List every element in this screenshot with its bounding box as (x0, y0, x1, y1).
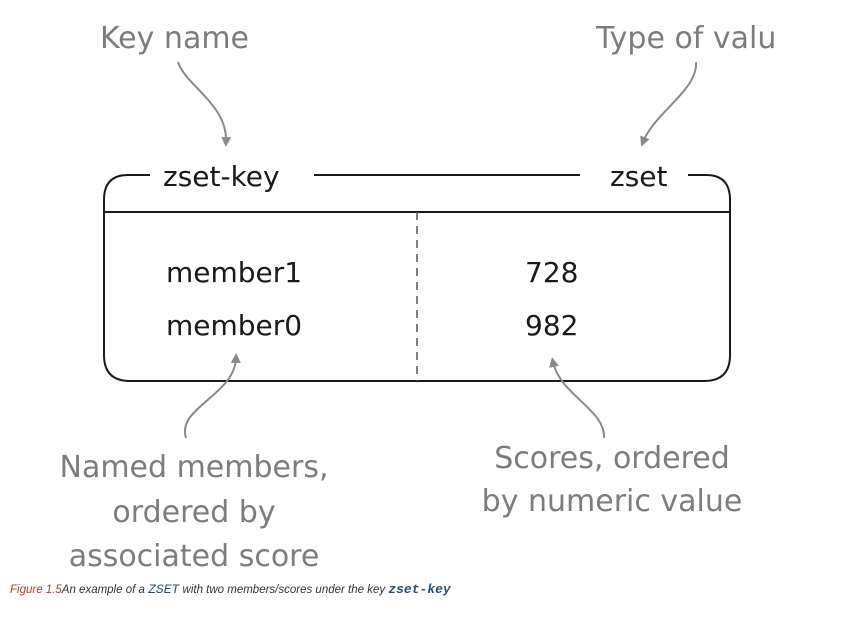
scores-label-line1: Scores, ordered (494, 441, 730, 476)
key-name-label: Key name (100, 21, 249, 56)
member-cell: member1 (166, 256, 302, 289)
scores-arrow (549, 357, 606, 439)
key-label: zset-key (163, 160, 280, 193)
named-members-label-line1: Named members, (60, 450, 329, 485)
type-of-value-label: Type of valu (595, 21, 776, 56)
caption-text-before: An example of a (61, 584, 149, 596)
key-name-arrow (177, 61, 232, 147)
named-members-label-line2: ordered by (112, 495, 275, 530)
caption-code-zset: ZSET (148, 582, 180, 597)
figure-label: Figure 1.5 (10, 584, 62, 596)
score-cell: 982 (525, 309, 578, 342)
members-arrow (183, 353, 241, 439)
named-members-label-line3: associated score (69, 539, 320, 574)
member-cell: member0 (166, 309, 302, 342)
figure-caption: Figure 1.5An example of a ZSET with two … (10, 582, 451, 597)
caption-text-middle: with two members/scores under the key (179, 584, 389, 596)
caption-code-key: zset-key (388, 582, 451, 597)
type-of-value-arrow (640, 61, 698, 147)
type-label: zset (610, 160, 668, 193)
score-cell: 728 (525, 256, 578, 289)
scores-label-line2: by numeric value (482, 484, 743, 519)
